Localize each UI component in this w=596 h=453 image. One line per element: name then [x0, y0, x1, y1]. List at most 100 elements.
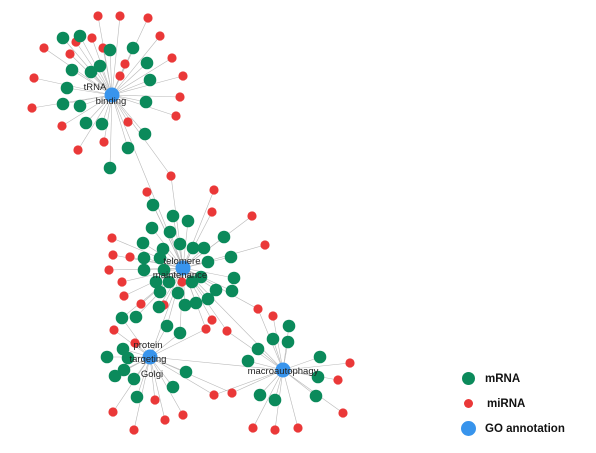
- mirna-node: [345, 358, 355, 368]
- mirna-node: [57, 121, 67, 131]
- mirna-node: [143, 13, 153, 23]
- legend-item-go: GO annotation: [460, 416, 590, 441]
- mirna-legend-dot: [464, 399, 473, 408]
- mirna-node: [150, 395, 160, 405]
- network-edge: [182, 267, 233, 292]
- mrna-node: [266, 332, 280, 346]
- mirna-node: [270, 425, 280, 435]
- network-edge: [66, 87, 113, 96]
- mrna-node: [197, 241, 211, 255]
- mirna-node: [27, 103, 37, 113]
- mrna-node: [60, 81, 74, 95]
- network-edge: [272, 315, 284, 371]
- mrna-node: [127, 372, 141, 386]
- network-edge: [149, 356, 184, 416]
- mrna-node: [65, 63, 79, 77]
- network-edge: [182, 244, 266, 269]
- mirna-node: [115, 71, 125, 81]
- mirna-node: [333, 375, 343, 385]
- go-annotation-node-golgi: [142, 349, 158, 365]
- mrna-node: [201, 255, 215, 269]
- mirna-node: [177, 277, 187, 287]
- mrna-node: [166, 209, 180, 223]
- network-edge: [231, 369, 284, 394]
- network-edge: [182, 267, 235, 279]
- hub-labels: tRNA binding telomere maintenance protei…: [84, 82, 319, 380]
- mrna-node: [136, 236, 150, 250]
- mrna-node: [227, 271, 241, 285]
- mirna-node: [248, 423, 258, 433]
- mirna-node: [87, 33, 97, 43]
- trna-label-line-1: tRNA: [84, 82, 107, 93]
- mirna-node: [108, 407, 118, 417]
- mrna-node: [137, 263, 151, 277]
- mirna-node: [99, 137, 109, 147]
- mirna-node: [167, 53, 177, 63]
- mrna-node: [225, 284, 239, 298]
- mirna-node: [73, 145, 83, 155]
- go-annotation-node-macro: [275, 362, 291, 378]
- mrna-node: [173, 237, 187, 251]
- network-edge: [102, 47, 113, 96]
- mrna-node: [100, 350, 114, 364]
- trna-label-line-2: binding: [96, 96, 127, 107]
- mrna-node: [139, 95, 153, 109]
- mirna-node: [93, 11, 103, 21]
- mrna-node: [253, 388, 267, 402]
- mirna-node: [178, 71, 188, 81]
- network-edge: [61, 94, 113, 127]
- mirna-node: [129, 425, 139, 435]
- mirna-node: [207, 207, 217, 217]
- mirna-node: [260, 240, 270, 250]
- mirna-node: [209, 185, 219, 195]
- mrna-node: [145, 221, 159, 235]
- mrna-node: [201, 292, 215, 306]
- mrna-node: [117, 363, 131, 377]
- legend-label-mirna: miRNA: [487, 397, 526, 410]
- mirna-node: [155, 31, 165, 41]
- mrna-node: [103, 43, 117, 57]
- mrna-node: [209, 283, 223, 297]
- network-edge: [109, 49, 113, 96]
- mirna-node: [207, 315, 217, 325]
- mirna-node: [166, 171, 176, 181]
- mirna-node: [338, 408, 348, 418]
- network-edge: [282, 369, 339, 381]
- mrna-node: [157, 263, 171, 277]
- mrna-node: [224, 250, 238, 264]
- mrna-node: [313, 350, 327, 364]
- mrna-node: [126, 41, 140, 55]
- mirna-node: [293, 423, 303, 433]
- mrna-node: [268, 393, 282, 407]
- mirna-node: [65, 49, 75, 59]
- mrna-node: [186, 241, 200, 255]
- mrna-node: [217, 230, 231, 244]
- mrna-node: [103, 161, 117, 175]
- mrna-node: [185, 275, 199, 289]
- mrna-node: [149, 275, 163, 289]
- mrna-node: [171, 286, 185, 300]
- network-edge: [182, 267, 213, 321]
- golgi-label-line-1: protein: [133, 340, 162, 351]
- mirna-node: [209, 390, 219, 400]
- mirna-node: [130, 338, 140, 348]
- mirna-node: [115, 11, 125, 21]
- network-edge: [121, 317, 151, 358]
- network-edge: [103, 94, 113, 143]
- mrna-node: [251, 342, 265, 356]
- golgi-label-line-2: targeting: [130, 354, 167, 365]
- network-edge: [62, 37, 113, 96]
- legend: mRNA miRNA GO annotation: [460, 366, 590, 441]
- go-annotation-node-telo: [175, 260, 191, 276]
- mrna-node: [95, 117, 109, 131]
- network-edge: [111, 15, 121, 96]
- mirna-node: [227, 388, 237, 398]
- mrna-node: [166, 380, 180, 394]
- network-edge: [111, 62, 148, 96]
- mrna-node: [241, 354, 255, 368]
- mrna-node: [153, 285, 167, 299]
- mrna-node: [189, 296, 203, 310]
- mrna-node: [140, 56, 154, 70]
- mrna-node: [121, 351, 135, 365]
